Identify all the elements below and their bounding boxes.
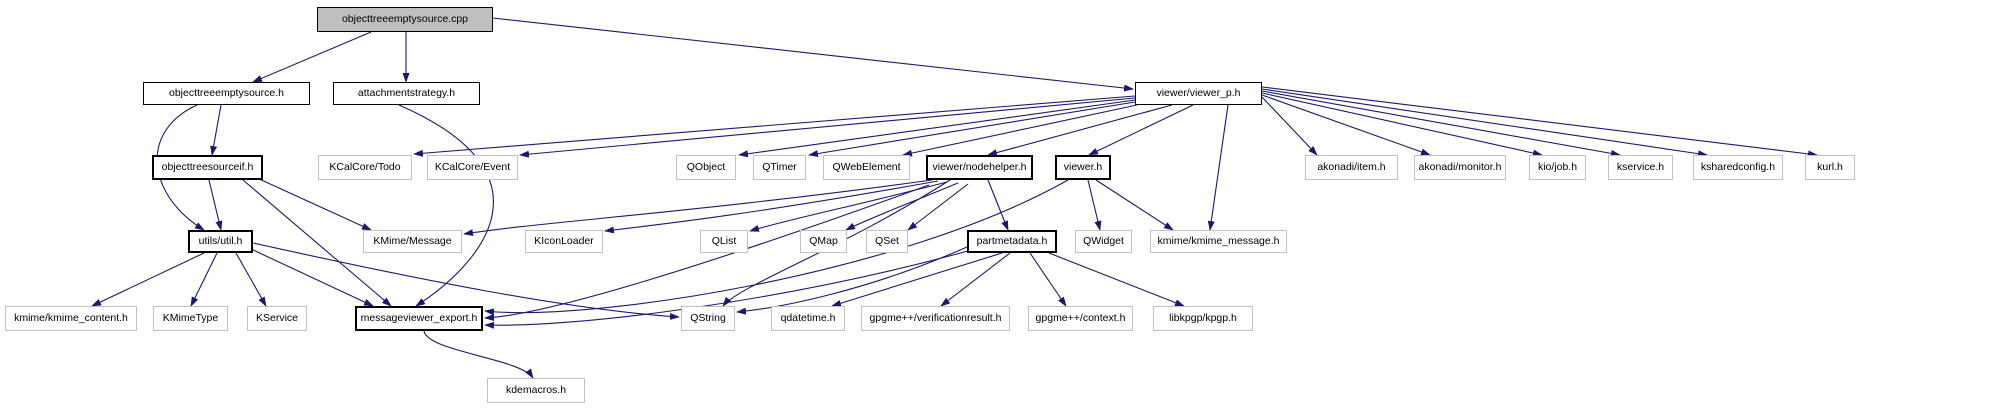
node-partmetadata-h[interactable]: partmetadata.h bbox=[967, 230, 1057, 253]
edge-partmetadata-h--libkpgp-kpgp-h bbox=[1048, 252, 1185, 307]
node-qset: QSet bbox=[866, 230, 908, 253]
edge-viewer-viewer-p-h--qobject bbox=[738, 99, 1136, 158]
edge-partmetadata-h--gpgme-context-h bbox=[1029, 252, 1067, 307]
edge-viewer-viewer-p-h--kcalcore-todo bbox=[413, 95, 1136, 157]
edge-objecttreeemptysource-h--objecttreesourceif-h bbox=[210, 104, 222, 156]
edge-viewer-h--kmime-kmime-message-h bbox=[1095, 179, 1174, 231]
edge-viewer-h--qwidget bbox=[1087, 179, 1102, 231]
node-kio-job-h: kio/job.h bbox=[1529, 155, 1586, 180]
edge-viewer-viewer-p-h--ksharedconfig-h bbox=[1261, 88, 1708, 158]
node-kurl-h: kurl.h bbox=[1805, 155, 1855, 180]
node-kservice-h: kservice.h bbox=[1608, 155, 1673, 180]
edge-partmetadata-h--qdatetime-h bbox=[831, 252, 1003, 307]
node-objecttreeemptysource-h[interactable]: objecttreeemptysource.h bbox=[143, 82, 310, 105]
edge-objecttreeemptysource-cpp--objecttreeemptysource-h bbox=[252, 31, 372, 83]
edge-viewer-h--messageviewer-export-h bbox=[484, 179, 1069, 316]
edge-objecttreeemptysource-cpp--viewer-viewer-p-h bbox=[492, 17, 1134, 92]
edge-viewer-viewer-p-h--qwebelement bbox=[902, 104, 1138, 157]
node-kmime-kmime-message-h: kmime/kmime_message.h bbox=[1150, 230, 1287, 253]
edge-viewer-viewer-p-h--kio-job-h bbox=[1261, 92, 1543, 157]
node-qdatetime-h: qdatetime.h bbox=[771, 306, 845, 331]
node-akonadi-item-h: akonadi/item.h bbox=[1305, 155, 1398, 180]
edge-viewer-nodehelper-h--kmime-message bbox=[463, 179, 933, 237]
node-messageviewer-export-h[interactable]: messageviewer_export.h bbox=[355, 306, 483, 331]
edge-viewer-viewer-p-h--kmime-kmime-message-h bbox=[1207, 104, 1229, 231]
edge-viewer-nodehelper-h--partmetadata-h bbox=[987, 179, 1009, 231]
edge-utils-util-h--kmime-kmime-content-h bbox=[91, 252, 205, 307]
edge-messageviewer-export-h--kdemacros-h bbox=[423, 330, 534, 379]
edge-objecttreesourceif-h--messageviewer-export-h bbox=[242, 179, 392, 307]
edge-viewer-nodehelper-h--qstring bbox=[722, 179, 951, 307]
edge-viewer-viewer-p-h--kservice-h bbox=[1261, 90, 1621, 157]
node-gpgme-verificationresult-h: gpgme++/verificationresult.h bbox=[861, 306, 1010, 331]
node-objecttreesourceif-h[interactable]: objecttreesourceif.h bbox=[152, 155, 263, 180]
node-kcalcore-event: KCalCore/Event bbox=[427, 155, 518, 180]
edge-utils-util-h--kmimetype bbox=[190, 252, 218, 307]
node-kcalcore-todo: KCalCore/Todo bbox=[318, 155, 412, 180]
node-viewer-nodehelper-h[interactable]: viewer/nodehelper.h bbox=[926, 155, 1033, 180]
node-qwidget: QWidget bbox=[1075, 230, 1132, 253]
node-qtimer: QTimer bbox=[753, 155, 806, 180]
edge-objecttreesourceif-h--utils-util-h bbox=[208, 179, 223, 231]
node-qmap: QMap bbox=[800, 230, 847, 253]
node-qobject: QObject bbox=[676, 155, 736, 180]
edge-viewer-viewer-p-h--viewer-h bbox=[1088, 104, 1194, 156]
node-qstring: QString bbox=[681, 306, 735, 331]
edge-viewer-nodehelper-h--qset bbox=[907, 183, 969, 231]
node-utils-util-h[interactable]: utils/util.h bbox=[188, 230, 253, 253]
node-attachmentstrategy-h[interactable]: attachmentstrategy.h bbox=[333, 82, 480, 105]
node-gpgme-context-h: gpgme++/context.h bbox=[1028, 306, 1133, 331]
edge-utils-util-h--messageviewer-export-h bbox=[250, 248, 374, 307]
edge-viewer-viewer-p-h--qtimer bbox=[808, 101, 1136, 158]
node-kiconloader: KIconLoader bbox=[525, 230, 603, 253]
node-libkpgp-kpgp-h: libkpgp/kpgp.h bbox=[1153, 306, 1253, 331]
edge-partmetadata-h--qstring bbox=[736, 246, 968, 315]
node-ksharedconfig-h: ksharedconfig.h bbox=[1693, 155, 1783, 180]
edge-viewer-viewer-p-h--akonadi-item-h bbox=[1261, 96, 1318, 156]
edge-utils-util-h--kservice bbox=[235, 252, 267, 307]
edge-viewer-viewer-p-h--kurl-h bbox=[1261, 86, 1818, 158]
node-kmime-kmime-content-h: kmime/kmime_content.h bbox=[5, 306, 137, 331]
node-viewer-h[interactable]: viewer.h bbox=[1055, 155, 1111, 180]
edge-viewer-nodehelper-h--kiconloader bbox=[604, 180, 939, 234]
edge-viewer-viewer-p-h--kcalcore-event bbox=[519, 97, 1136, 158]
node-akonadi-monitor-h: akonadi/monitor.h bbox=[1414, 155, 1506, 180]
edge-viewer-nodehelper-h--messageviewer-export-h bbox=[484, 184, 930, 322]
edge-viewer-nodehelper-h--qmap bbox=[845, 182, 959, 231]
node-kdemacros-h: kdemacros.h bbox=[487, 378, 585, 403]
edge-objecttreesourceif-h--kmime-message bbox=[256, 177, 372, 231]
edge-attachmentstrategy-h--messageviewer-export-h bbox=[398, 104, 494, 307]
edge-utils-util-h--qstring bbox=[252, 242, 680, 320]
node-kmime-message: KMime/Message bbox=[363, 230, 462, 253]
edge-partmetadata-h--gpgme-verificationresult-h bbox=[940, 252, 1011, 307]
node-viewer-viewer-p-h[interactable]: viewer/viewer_p.h bbox=[1135, 82, 1262, 105]
node-objecttreeemptysource-cpp: objecttreeemptysource.cpp bbox=[317, 7, 493, 32]
edge-viewer-viewer-p-h--akonadi-monitor-h bbox=[1261, 94, 1431, 156]
node-kservice: KService bbox=[247, 306, 307, 331]
node-qlist: QList bbox=[700, 230, 748, 253]
node-kmimetype: KMimeType bbox=[153, 306, 228, 331]
node-qwebelement: QWebElement bbox=[823, 155, 910, 180]
edge-viewer-viewer-p-h--viewer-nodehelper-h bbox=[987, 104, 1173, 157]
